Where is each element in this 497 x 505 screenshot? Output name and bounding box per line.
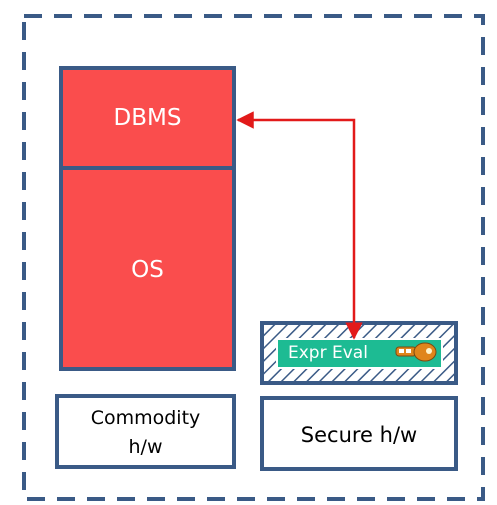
secure-hw-box: [260, 396, 458, 471]
key-icon: [395, 342, 437, 362]
expr-eval-label: Expr Eval: [288, 343, 368, 363]
dbms-box: [59, 66, 236, 170]
commodity-hw-line2: h/w: [128, 436, 163, 458]
dbms-to-expr-eval-arrow: [236, 111, 363, 340]
os-label: OS: [131, 257, 164, 283]
os-box: [59, 166, 236, 371]
commodity-hw-line1: Commodity: [90, 407, 201, 429]
dbms-label: DBMS: [113, 105, 182, 131]
secure-hw-label: Secure h/w: [300, 423, 418, 447]
commodity-hw-box: [55, 394, 236, 469]
outer-boundary: [22, 14, 485, 501]
